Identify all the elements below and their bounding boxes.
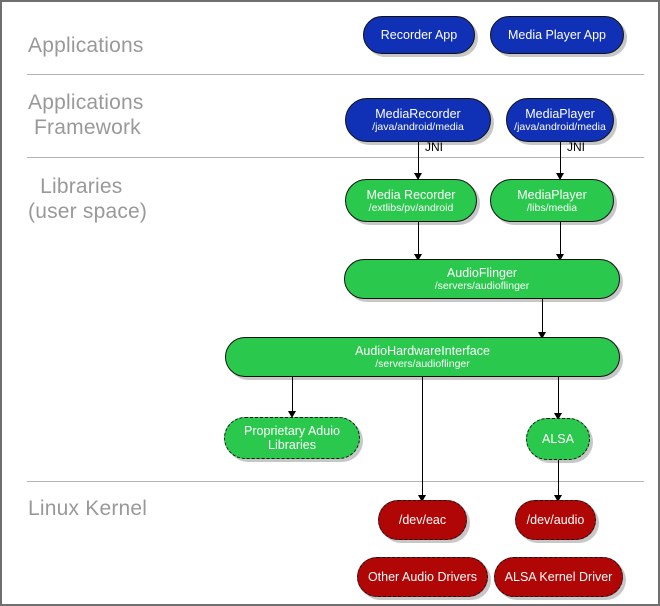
edge-alsa-to-dev-audio	[558, 460, 559, 500]
node-mediaplayer-lib-subtitle: /libs/media	[526, 201, 578, 214]
edge-audiohardwareinterface-to-alsa	[558, 376, 559, 418]
jni-label-player: JNI	[567, 140, 585, 154]
edge-audioflinger-to-audiohardwareinterface	[542, 299, 543, 338]
node-media-player-app[interactable]: Media Player App	[490, 16, 624, 54]
edge-audiohardwareinterface-to-dev-eac	[422, 376, 423, 500]
layer-label-applications-framework: Applications Framework	[28, 91, 144, 139]
edge-media-recorder-lib-to-audioflinger	[418, 222, 419, 260]
node-mediaplayer-framework-subtitle: /java/android/media	[514, 121, 606, 133]
node-mediaplayer-lib[interactable]: MediaPlayer /libs/media	[490, 179, 614, 222]
node-other-audio-drivers-title: Other Audio Drivers	[367, 570, 478, 584]
node-media-recorder-lib-subtitle: /extlibs/pv/android	[368, 201, 454, 214]
node-mediarecorder-framework-subtitle: /java/android/media	[372, 121, 464, 133]
layer-label-linux-kernel: Linux Kernel	[28, 497, 148, 520]
node-audiohardwareinterface-title: AudioHardwareInterface	[355, 344, 490, 358]
node-audioflinger-subtitle: /servers/audioflinger	[434, 280, 530, 292]
node-audioflinger-title: AudioFlinger	[446, 266, 518, 280]
node-mediaplayer-lib-title: MediaPlayer	[517, 187, 587, 202]
arrowhead-media-recorder-lib	[413, 173, 422, 180]
node-audioflinger[interactable]: AudioFlinger /servers/audioflinger	[344, 259, 620, 299]
node-alsa-kernel-driver-title: ALSA Kernel Driver	[504, 570, 613, 584]
node-other-audio-drivers[interactable]: Other Audio Drivers	[357, 557, 488, 597]
layer-label-applications: Applications	[28, 34, 144, 57]
node-media-recorder-lib[interactable]: Media Recorder /extlibs/pv/android	[345, 179, 477, 222]
edge-mediarecorder-to-media-recorder-lib	[418, 142, 419, 179]
separator-libraries	[27, 481, 644, 482]
node-proprietary-audio-libs-subtitle: Libraries	[268, 438, 316, 452]
arrowhead-audioflinger-left	[413, 254, 422, 261]
node-recorder-app-title: Recorder App	[380, 28, 458, 42]
node-mediaplayer-framework-title: MediaPlayer	[525, 107, 595, 121]
node-audiohardwareinterface[interactable]: AudioHardwareInterface /servers/audiofli…	[225, 337, 620, 377]
node-recorder-app[interactable]: Recorder App	[363, 16, 475, 54]
node-media-player-app-title: Media Player App	[508, 28, 606, 42]
node-dev-eac[interactable]: /dev/eac	[378, 500, 467, 540]
node-mediarecorder-framework[interactable]: MediaRecorder /java/android/media	[345, 98, 491, 142]
arrowhead-mediaplayer-lib	[555, 173, 564, 180]
arrowhead-audioflinger-right	[555, 254, 564, 261]
node-alsa[interactable]: ALSA	[526, 418, 590, 460]
arrowhead-audiohardwareinterface	[537, 332, 546, 339]
separator-applications-framework	[27, 157, 644, 158]
arrowhead-dev-audio	[553, 495, 562, 502]
layer-label-libraries: Libraries (user space)	[28, 175, 148, 223]
edge-mediaplayer-lib-to-audioflinger	[560, 222, 561, 260]
edge-audiohardwareinterface-to-proprietary-libs	[292, 376, 293, 416]
edge-mediaplayer-to-mediaplayer-lib	[560, 142, 561, 179]
node-audiohardwareinterface-subtitle: /servers/audioflinger	[375, 358, 470, 370]
arrowhead-alsa	[553, 413, 562, 420]
node-media-recorder-lib-title: Media Recorder	[366, 187, 456, 202]
node-dev-audio[interactable]: /dev/audio	[515, 500, 596, 540]
node-proprietary-audio-libs-title: Proprietary Aduio	[244, 424, 340, 438]
node-alsa-title: ALSA	[542, 432, 574, 446]
node-dev-eac-title: /dev/eac	[398, 513, 447, 527]
arrowhead-proprietary-audio-libs	[287, 411, 296, 418]
node-dev-audio-title: /dev/audio	[526, 513, 585, 527]
node-mediarecorder-framework-title: MediaRecorder	[375, 107, 461, 121]
node-proprietary-audio-libs[interactable]: Proprietary Aduio Libraries	[224, 417, 360, 459]
node-mediaplayer-framework[interactable]: MediaPlayer /java/android/media	[506, 98, 614, 142]
jni-label-recorder: JNI	[425, 140, 443, 154]
arrowhead-dev-eac	[417, 495, 426, 502]
separator-applications	[27, 74, 644, 75]
node-alsa-kernel-driver[interactable]: ALSA Kernel Driver	[494, 557, 623, 597]
